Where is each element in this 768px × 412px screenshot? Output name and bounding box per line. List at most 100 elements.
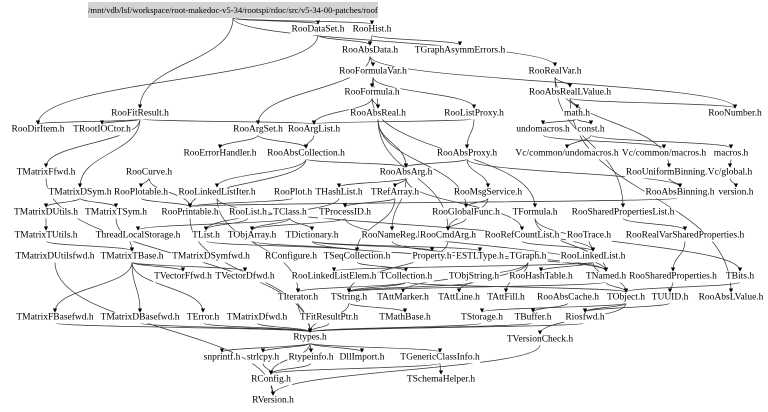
node-thashlist-h[interactable]: THashList.h [314, 187, 364, 199]
node-tmatrixtbase-h[interactable]: TMatrixTBase.h [99, 251, 165, 263]
node-rooabsbinning-h[interactable]: RooAbsBinning.h [644, 187, 716, 199]
node-const-h[interactable]: const.h [576, 124, 606, 136]
node-rooargset-h[interactable]: RooArgSet.h [232, 124, 284, 136]
node-tmatrixffwd-h[interactable]: TMatrixFfwd.h [15, 167, 77, 179]
node-tmatrixtutils-h[interactable]: TMatrixTUtils.h [13, 230, 79, 242]
node-math-h[interactable]: math.h [562, 108, 592, 120]
node-macros-h[interactable]: macros.h [712, 148, 750, 160]
root-file-node[interactable]: /mnt/vdb/lsf/workspace/root-makedoc-v5-3… [88, 2, 378, 18]
node-estltype-h[interactable]: ESTLType.h [455, 251, 505, 263]
node-rooarglist-h[interactable]: RooArgList.h [286, 124, 342, 136]
node-undomacros-h[interactable]: undomacros.h [515, 124, 571, 136]
node-rooabscollection-h[interactable]: RooAbsCollection.h [266, 148, 346, 160]
node-rooformulavar-h[interactable]: RooFormulaVar.h [338, 66, 408, 78]
node-rooabsdata-h[interactable]: RooAbsData.h [340, 45, 400, 57]
node-roohashtable-h[interactable]: RooHashTable.h [508, 271, 574, 283]
node-tprocessid-h[interactable]: TProcessID.h [318, 207, 372, 219]
node-tgenericclassinfo-h[interactable]: TGenericClassInfo.h [399, 352, 481, 364]
node-tstring-h[interactable]: TString.h [329, 292, 369, 304]
node-roohist-h[interactable]: RooHist.h [351, 24, 393, 36]
node-roosharedpropertieslist-h[interactable]: RooSharedPropertiesList.h [570, 207, 676, 219]
node-version-h[interactable]: version.h [717, 187, 755, 199]
node-rversion-h[interactable]: RVersion.h [251, 395, 295, 407]
node-tmatrixtsym-h[interactable]: TMatrixTSym.h [83, 207, 149, 219]
node-roorealvar-h[interactable]: RooRealVar.h [527, 66, 583, 78]
node-roosharedproperties-h[interactable]: RooSharedProperties.h [628, 271, 718, 283]
node-rooprintable-h[interactable]: RooPrintable.h [160, 207, 220, 219]
node-rooformula-h[interactable]: RooFormula.h [343, 87, 401, 99]
node-rooabsproxy-h[interactable]: RooAbsProxy.h [435, 148, 499, 160]
node-roodataset-h[interactable]: RooDataSet.h [290, 24, 346, 36]
node-titerator-h[interactable]: TIterator.h [276, 292, 320, 304]
node-snprintf-h[interactable]: snprintf.h [202, 352, 242, 364]
node-roocurve-h[interactable]: RooCurve.h [124, 167, 174, 179]
node-tdictionary-h[interactable]: TDictionary.h [284, 230, 340, 242]
node-rooabsarg-h[interactable]: RooAbsArg.h [378, 167, 434, 179]
node-tmatrixdsym-h[interactable]: TMatrixDSym.h [47, 187, 113, 199]
node-roolist-h[interactable]: RooList.h [228, 207, 268, 219]
node-rconfig-h[interactable]: RConfig.h [250, 374, 292, 386]
node-rooabsreal-h[interactable]: RooAbsReal.h [349, 108, 407, 120]
node-roolinkedlistiter-h[interactable]: RooLinkedListIter.h [177, 187, 257, 199]
node-roouniformbinning-h[interactable]: RooUniformBinning.h [624, 167, 714, 179]
node-tfitresultptr-h[interactable]: TFitResultPtr.h [298, 312, 360, 324]
node-tmatrixdfwd-h[interactable]: TMatrixDfwd.h [225, 312, 289, 324]
node-roolistproxy-h[interactable]: RooListProxy.h [443, 108, 505, 120]
node-strlcpy-h[interactable]: strlcpy.h [245, 352, 281, 364]
node-tmatrixdbasefwd-h[interactable]: TMatrixDBasefwd.h [99, 312, 181, 324]
node-rtypes-h[interactable]: Rtypes.h [292, 332, 328, 344]
node-tobjarray-h[interactable]: TObjArray.h [226, 230, 278, 242]
node-rootrace-h[interactable]: RooTrace.h [565, 230, 613, 242]
node-roorefcountlist-h[interactable]: RooRefCountList.h [483, 230, 561, 242]
node-riosfwd-h[interactable]: Riosfwd.h [564, 312, 606, 324]
node-roorealvarsharedproperties-h[interactable]: RooRealVarSharedProperties.h [624, 230, 746, 242]
node-property-h[interactable]: Property.h [411, 251, 453, 263]
node-tversioncheck-h[interactable]: TVersionCheck.h [505, 334, 575, 346]
node-rooabscache-h[interactable]: RooAbsCache.h [535, 292, 601, 304]
node-trefarray-h[interactable]: TRefArray.h [369, 187, 421, 199]
node-terror-h[interactable]: TError.h [185, 312, 221, 324]
node-vc-global-h[interactable]: Vc/global.h [706, 167, 754, 179]
node-tmatrixdutils-h[interactable]: TMatrixDUtils.h [12, 207, 80, 219]
node-threadlocalstorage-h[interactable]: ThreadLocalStorage.h [94, 230, 182, 242]
node-tvectordfwd-h[interactable]: TVectorDfwd.h [214, 271, 276, 283]
node-vc-common-undomacros-h[interactable]: Vc/common/undomacros.h [514, 148, 620, 160]
node-rconfigure-h[interactable]: RConfigure.h [264, 251, 318, 263]
node-tlist-h[interactable]: TList.h [191, 230, 221, 242]
node-tobject-h[interactable]: TObject.h [605, 292, 647, 304]
node-tattline-h[interactable]: TAttLine.h [437, 292, 481, 304]
node-tformula-h[interactable]: TFormula.h [511, 207, 559, 219]
node-roomsgservice-h[interactable]: RooMsgService.h [452, 187, 524, 199]
node-tmatrixdsymfwd-h[interactable]: TMatrixDSymfwd.h [171, 251, 251, 263]
node-tmatrixdutilsfwd-h[interactable]: TMatrixDUtilsfwd.h [14, 251, 96, 263]
node-roonamereg-h[interactable]: RooNameReg.h [360, 230, 424, 242]
node-rtypeinfo-h[interactable]: Rtypeinfo.h [287, 352, 335, 364]
node-tclass-h[interactable]: TClass.h [272, 207, 308, 219]
node-tgraphasymmerrors-h[interactable]: TGraphAsymmErrors.h [413, 45, 507, 57]
node-tattmarker-h[interactable]: TAttMarker.h [376, 292, 430, 304]
node-tseqcollection-h[interactable]: TSeqCollection.h [322, 251, 392, 263]
node-roofitresult-h[interactable]: RooFitResult.h [110, 108, 170, 120]
node-tstorage-h[interactable]: TStorage.h [460, 312, 504, 324]
node-roonumber-h[interactable]: RooNumber.h [707, 108, 763, 120]
node-vc-common-macros-h[interactable]: Vc/common/macros.h [620, 148, 708, 160]
node-tcollection-h[interactable]: TCollection.h [378, 271, 434, 283]
node-tobjstring-h[interactable]: TObjString.h [447, 271, 501, 283]
node-roolinkedlistelem-h[interactable]: RooLinkedListElem.h [290, 271, 378, 283]
node-rooplotable-h[interactable]: RooPlotable.h [112, 187, 170, 199]
node-dllimport-h[interactable]: DllImport.h [338, 352, 386, 364]
node-tschemahelper-h[interactable]: TSchemaHelper.h [405, 374, 477, 386]
node-tbits-h[interactable]: TBits.h [724, 271, 756, 283]
node-tattfill-h[interactable]: TAttFill.h [486, 292, 526, 304]
node-roodiritem-h[interactable]: RooDirItem.h [10, 124, 66, 136]
node-rooabslvalue-h[interactable]: RooAbsLValue.h [697, 292, 765, 304]
node-tuuid-h[interactable]: TUUID.h [650, 292, 690, 304]
node-tvectorffwd-h[interactable]: TVectorFfwd.h [153, 271, 213, 283]
node-trootioctor-h[interactable]: TRootIOCtor.h [72, 124, 132, 136]
node-roocmdarg-h[interactable]: RooCmdArg.h [418, 230, 478, 242]
node-tgraph-h[interactable]: TGraph.h [508, 251, 548, 263]
node-roolinkedlist-h[interactable]: RooLinkedList.h [559, 251, 627, 263]
node-rooerrorhandler-h[interactable]: RooErrorHandler.h [182, 148, 258, 160]
node-tbuffer-h[interactable]: TBuffer.h [513, 312, 553, 324]
node-rooglobalfunc-h[interactable]: RooGlobalFunc.h [431, 207, 501, 219]
